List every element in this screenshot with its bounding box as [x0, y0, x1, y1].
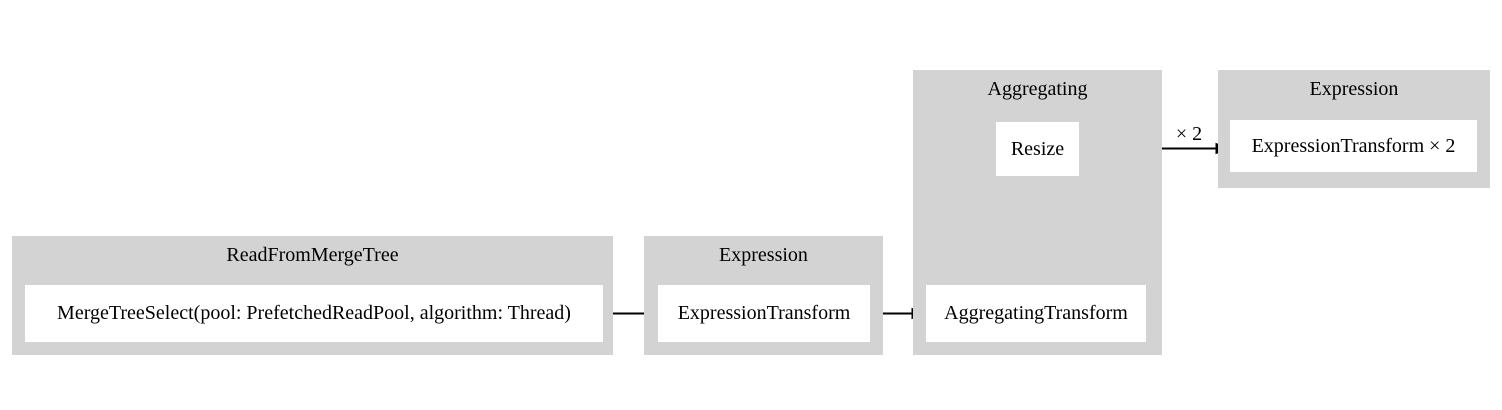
cluster-title: Expression: [1309, 78, 1399, 100]
node-resize: Resize: [996, 122, 1079, 176]
cluster-expression-1: Expression ExpressionTransform: [644, 236, 883, 355]
cluster-expression-2: Expression ExpressionTransform × 2: [1218, 70, 1490, 188]
node-expressiontransform-x2: ExpressionTransform × 2: [1230, 120, 1477, 172]
cluster-aggregating: Aggregating Resize AggregatingTransform: [913, 70, 1162, 355]
node-expressiontransform: ExpressionTransform: [658, 285, 870, 342]
cluster-readfrommergetree: ReadFromMergeTree MergeTreeSelect(pool: …: [12, 236, 613, 355]
cluster-title: Aggregating: [987, 78, 1088, 100]
node-mergetreeselect: MergeTreeSelect(pool: PrefetchedReadPool…: [25, 285, 603, 342]
node-aggregatingtransform: AggregatingTransform: [926, 285, 1146, 342]
cluster-title: Expression: [719, 244, 808, 266]
edge-label-x2: × 2: [1175, 123, 1203, 145]
cluster-title: ReadFromMergeTree: [226, 244, 399, 266]
